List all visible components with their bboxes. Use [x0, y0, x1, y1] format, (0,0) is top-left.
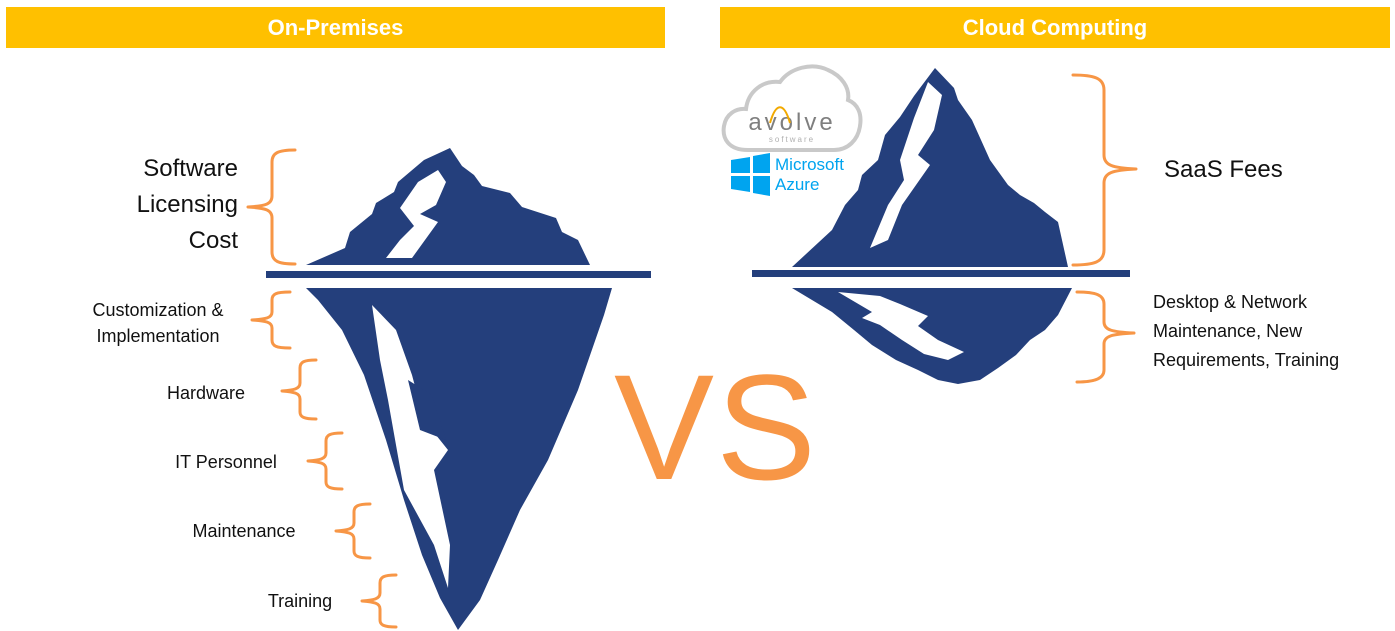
- left-iceberg: [266, 148, 651, 630]
- avolve-wordmark: avolve: [748, 109, 835, 136]
- bracket-customization: [250, 290, 292, 350]
- cloud-computing-banner: Cloud Computing: [720, 7, 1390, 48]
- bracket-cloud-below: [1075, 290, 1136, 384]
- left-iceberg-tip-snow: [386, 170, 446, 258]
- right-iceberg-base-snow: [838, 292, 964, 360]
- bracket-training: [360, 573, 398, 629]
- left-iceberg-base-snow: [372, 305, 450, 588]
- bracket-hardware: [280, 358, 318, 421]
- left-brackets: [246, 148, 398, 629]
- customization-implementation-label: Customization & Implementation: [92, 300, 224, 346]
- right-iceberg-tip: [792, 68, 1068, 267]
- hardware-label: Hardware: [166, 383, 246, 403]
- windows-icon: [731, 153, 770, 196]
- bracket-maintenance: [334, 502, 372, 560]
- right-iceberg-tip-snow: [870, 82, 942, 248]
- bracket-it-personnel: [306, 431, 344, 491]
- vs-text: VS: [614, 343, 819, 511]
- avolve-subtitle: software: [769, 135, 815, 144]
- left-iceberg-base: [306, 288, 612, 630]
- left-waterline: [266, 271, 651, 278]
- label-software: Software: [143, 155, 238, 182]
- software-licensing-cost-label: Software Licensing Cost: [110, 151, 238, 259]
- it-personnel-label: IT Personnel: [175, 452, 277, 472]
- saas-fees-label: SaaS Fees: [1164, 156, 1283, 183]
- training-label: Training: [267, 591, 333, 611]
- label-cost: Cost: [188, 227, 238, 254]
- microsoft-azure-logo: Microsoft Azure: [731, 153, 844, 196]
- cloud-below-water-label: Desktop & Network Maintenance, New Requi…: [1153, 292, 1340, 370]
- on-premises-banner: On-Premises: [6, 7, 665, 48]
- left-iceberg-tip: [306, 148, 590, 265]
- avolve-logo: avolve software: [721, 64, 863, 152]
- bracket-software-licensing: [246, 148, 297, 266]
- right-brackets: [1071, 73, 1138, 384]
- bracket-saas-fees: [1071, 73, 1138, 267]
- right-iceberg: [752, 68, 1130, 384]
- right-waterline: [752, 270, 1130, 277]
- azure-text: Azure: [775, 175, 819, 194]
- microsoft-text: Microsoft: [775, 155, 844, 174]
- maintenance-label: Maintenance: [192, 521, 296, 541]
- label-licensing: Licensing: [136, 191, 238, 218]
